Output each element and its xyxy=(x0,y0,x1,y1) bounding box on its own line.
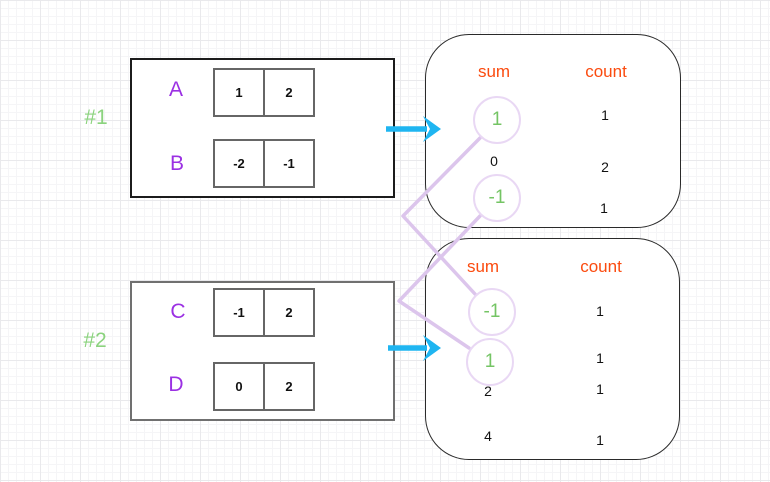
group1-count-value: 2 xyxy=(601,159,609,175)
array-b: -2 -1 xyxy=(213,139,315,188)
array-cell: -1 xyxy=(233,305,245,320)
group2-label: #2 xyxy=(83,329,107,352)
group2-sum-circled: 1 xyxy=(466,338,514,386)
group1-count-value: 1 xyxy=(600,200,608,216)
array-cell: -1 xyxy=(263,141,313,186)
group2-count-header: count xyxy=(580,257,622,276)
array-c: -1 2 xyxy=(213,288,315,337)
group1-result-box xyxy=(425,34,681,228)
group2-count-value: 1 xyxy=(596,350,604,366)
group1-sum-circled: -1 xyxy=(473,174,521,222)
array-a: 1 2 xyxy=(213,68,315,117)
array-cell: 1 xyxy=(235,85,243,100)
group1-count-value: 1 xyxy=(601,107,609,123)
group1-sum-value: 0 xyxy=(490,153,498,169)
group1-count-header: count xyxy=(585,62,627,81)
array-cell: 2 xyxy=(263,364,313,409)
array-cell: 2 xyxy=(263,70,313,115)
array-cell: 2 xyxy=(263,290,313,335)
group2-sum-header: sum xyxy=(466,257,500,276)
group1-sum-header: sum xyxy=(477,62,511,81)
array-b-label: B xyxy=(169,152,184,175)
group1-sum-circled: 1 xyxy=(473,96,521,144)
array-a-label: A xyxy=(168,78,183,101)
group2-sum-value: 4 xyxy=(484,428,492,444)
group2-count-value: 1 xyxy=(596,432,604,448)
array-d: 0 2 xyxy=(213,362,315,411)
array-d-label: D xyxy=(168,373,184,396)
group2-count-value: 1 xyxy=(596,381,604,397)
array-c-label: C xyxy=(170,300,186,323)
array-cell: 0 xyxy=(235,379,243,394)
group2-sum-circled: -1 xyxy=(468,288,516,336)
group2-sum-value: 2 xyxy=(484,383,492,399)
group1-label: #1 xyxy=(84,106,108,129)
array-cell: -2 xyxy=(233,156,245,171)
group2-count-value: 1 xyxy=(596,303,604,319)
